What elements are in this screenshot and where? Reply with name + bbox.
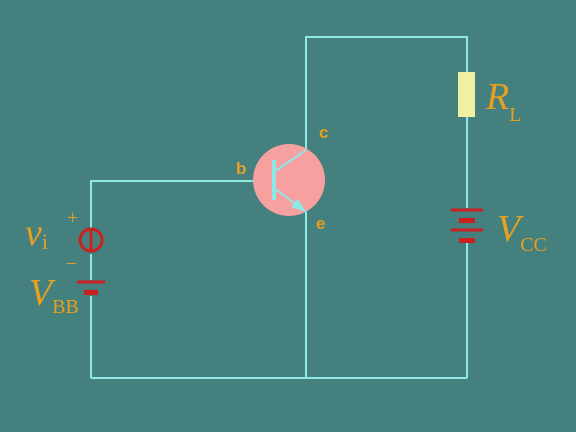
resistor-body: [458, 72, 475, 117]
battery-plate-short: [459, 218, 475, 223]
vcc-symbol: V: [497, 208, 524, 250]
load-resistor-subscript: L: [509, 104, 521, 126]
emitter-terminal-label: e: [316, 214, 325, 233]
input-source-subscript: i: [42, 229, 48, 254]
input-source-symbol: v: [25, 212, 42, 254]
collector-terminal-label: c: [319, 123, 328, 142]
vcc-battery: VCC: [451, 208, 547, 256]
svg-text:VBB: VBB: [29, 272, 79, 318]
battery-plate-short-2: [459, 238, 475, 243]
vbb-plate-short: [84, 290, 98, 295]
vbb-subscript: BB: [52, 296, 79, 318]
vcc-subscript: CC: [520, 234, 547, 256]
vbb-symbol: V: [29, 272, 56, 314]
collector-to-load-wire: [305, 36, 468, 150]
wires: [90, 36, 468, 379]
input-source: + − vi: [25, 207, 104, 275]
transistor: b c e: [236, 123, 328, 233]
source-minus-sign: −: [66, 253, 77, 275]
vbb-battery: VBB: [29, 272, 105, 318]
load-resistor-symbol: R: [485, 76, 509, 118]
svg-text:vi: vi: [25, 212, 48, 254]
load-resistor: RL: [458, 72, 521, 126]
transistor-body: [253, 144, 325, 216]
svg-text:RL: RL: [485, 76, 521, 126]
emitter-arrow-icon: [291, 199, 306, 212]
base-terminal-label: b: [236, 159, 246, 178]
transistor-collector-lead: [273, 149, 307, 173]
svg-text:VCC: VCC: [497, 208, 547, 256]
source-plus-sign: +: [67, 207, 78, 229]
base-wire: [90, 180, 272, 228]
